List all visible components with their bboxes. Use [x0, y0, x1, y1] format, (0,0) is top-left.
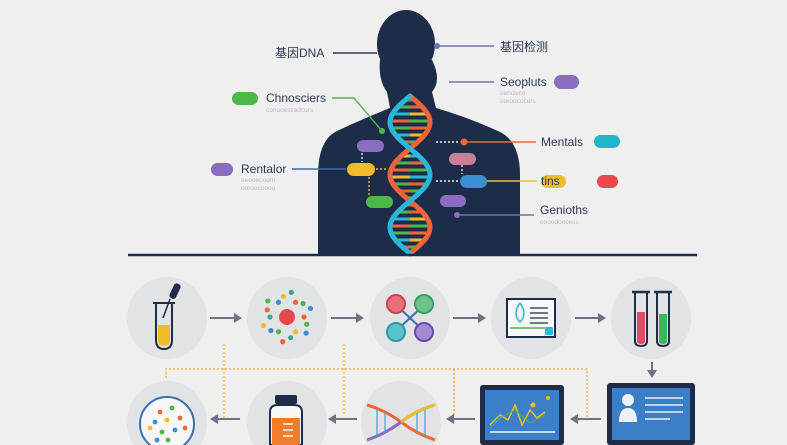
petri-dot	[154, 437, 160, 443]
molecule-dot	[264, 307, 270, 313]
molecule-dot	[260, 322, 267, 329]
pill-pink-body	[449, 153, 476, 165]
petri-dot	[169, 405, 175, 411]
helix-strand-cyan	[387, 93, 433, 257]
pill-purple-seopluts	[554, 75, 579, 89]
label-chnosciers-sub1: conoceszadcors	[266, 107, 314, 114]
pill-green-body	[366, 196, 393, 208]
molecule-dot	[267, 314, 273, 320]
network-nodes-icon	[386, 294, 434, 342]
label-chnosciers: Chnosciers	[266, 91, 326, 105]
petri-dot	[177, 415, 183, 421]
petri-dot	[164, 417, 170, 423]
label-gene-testing: 基因检测	[500, 39, 548, 54]
molecule-dot	[265, 298, 271, 304]
label-rentalor-sub1: oeooeooom	[241, 177, 275, 184]
pill-purple-body-2	[440, 195, 466, 207]
pill-yellow-body	[347, 163, 375, 176]
connector-lines	[128, 43, 697, 257]
molecule-dot	[268, 327, 274, 334]
molecule-dot	[275, 329, 282, 335]
label-seopluts-sub1: oencivce	[500, 90, 526, 97]
label-dna: 基因DNA	[275, 46, 324, 60]
label-rentalor-sub2: ooroocoooo	[241, 185, 276, 192]
label-genioths: Genioths	[540, 203, 588, 217]
label-genioths-sub1: oooodoocess	[540, 219, 579, 226]
pill-cyan-mentals	[594, 135, 620, 148]
petri-dot	[147, 425, 153, 431]
pill-green-chnosciers	[232, 92, 258, 105]
petri-dot	[157, 409, 163, 415]
molecule-dot	[288, 335, 294, 341]
molecule-dot	[292, 299, 299, 305]
molecule-dot	[280, 339, 286, 345]
molecule-dot	[307, 305, 314, 312]
monitor-chart-icon	[480, 385, 564, 445]
helix-strand-orange	[387, 93, 433, 257]
molecule-center	[279, 309, 295, 325]
pill-purple-body	[357, 140, 384, 152]
petri-dot	[165, 437, 171, 443]
pill-blue-body	[460, 175, 487, 188]
petri-dot	[172, 427, 178, 433]
petri-dot	[182, 425, 188, 431]
pill-yellow-tins	[541, 175, 566, 188]
label-seopluts-sub2: ooroococors	[500, 98, 537, 105]
molecule-dot	[275, 299, 282, 305]
test-tube-dropper-icon	[153, 283, 181, 351]
label-tins: tins	[541, 174, 560, 188]
molecules-icon	[260, 289, 314, 345]
marker-pills	[211, 75, 620, 208]
petri-dot	[152, 419, 158, 425]
lab-report-icon	[506, 298, 556, 338]
computer-profile-icon	[607, 383, 695, 445]
flow-arrows	[210, 313, 657, 424]
medicine-bottle-icon	[269, 395, 303, 445]
dna-icon	[366, 403, 436, 442]
petri-dish-icon	[139, 396, 195, 445]
feedback-dotted-lines	[165, 344, 588, 418]
molecule-dot	[288, 289, 294, 295]
dna-helix	[387, 93, 433, 257]
molecule-dot	[300, 300, 306, 307]
petri-dot	[159, 429, 165, 435]
test-tubes-icon	[632, 290, 672, 348]
label-mentals: Mentals	[541, 135, 583, 149]
molecule-dot	[292, 329, 299, 335]
pill-purple-rentalor	[211, 163, 233, 176]
molecule-dot	[280, 293, 286, 299]
label-seopluts: Seopluts	[500, 75, 547, 89]
molecule-dot	[304, 321, 310, 327]
molecule-dot	[301, 314, 307, 320]
molecule-dot	[303, 330, 309, 336]
pill-red-tins	[597, 175, 618, 188]
label-rentalor: Rentalor	[241, 162, 286, 176]
